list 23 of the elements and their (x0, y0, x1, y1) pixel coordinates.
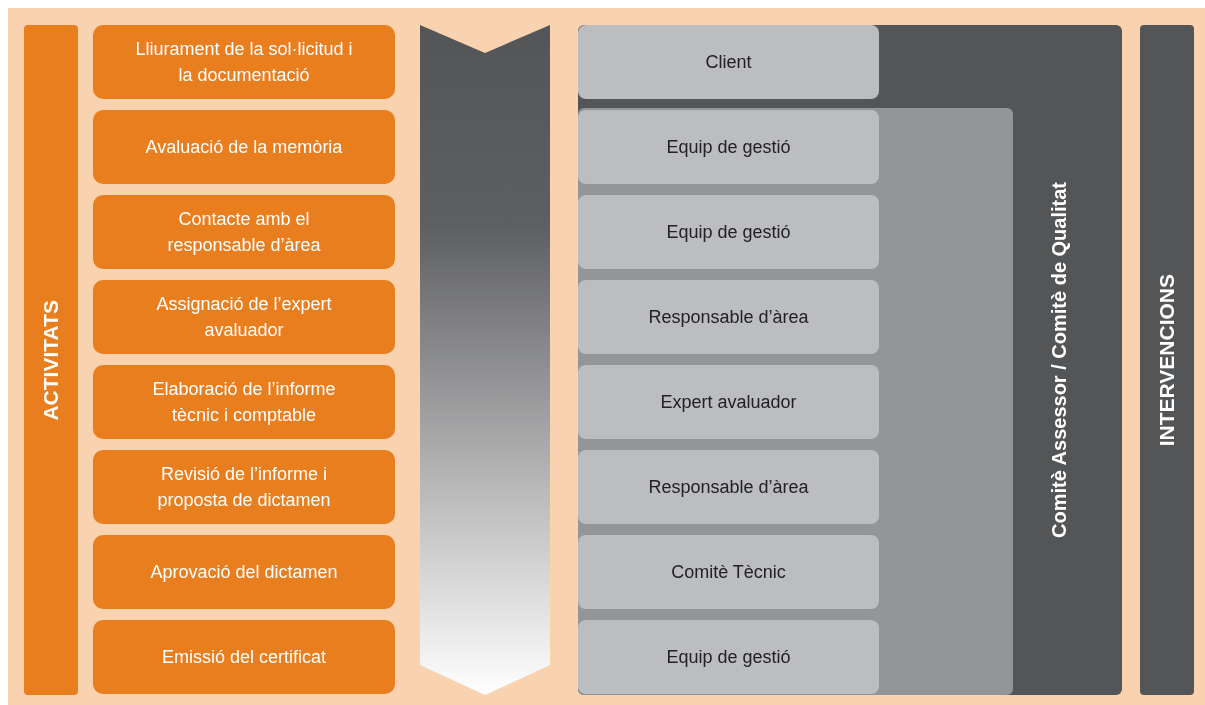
role-box: Responsable d’àrea (578, 450, 879, 524)
side-band (1140, 25, 1194, 695)
organisation-band (578, 108, 1013, 695)
band-label: INTERVENCIONS (1155, 273, 1179, 447)
side-band (24, 25, 78, 695)
activity-box: Revisió de l’informe i proposta de dictamen (93, 450, 395, 524)
role-box: Responsable d’àrea (578, 280, 879, 354)
role-box: Equip de gestió (578, 620, 879, 694)
role-box: Comitè Tècnic (578, 535, 879, 609)
role-box: Client (578, 25, 879, 99)
activity-box: Avaluació de la memòria (93, 110, 395, 184)
activity-box: Assignació de l’expert avaluador (93, 280, 395, 354)
activity-box: Lliurament de la sol·licitud i la documentació (93, 25, 395, 99)
committee-panel (578, 25, 1122, 695)
activity-box: Contacte amb el responsable d’àrea (93, 195, 395, 269)
band-label: ACTIVITATS (39, 299, 63, 421)
role-box: Expert avaluador (578, 365, 879, 439)
role-box: Equip de gestió (578, 110, 879, 184)
role-box: Equip de gestió (578, 195, 879, 269)
activity-box: Emissió del certificat (93, 620, 395, 694)
band-label: Comitè Assessor / Comitè de Qualitat (1048, 181, 1071, 540)
activity-box: Aprovació del dictamen (93, 535, 395, 609)
activity-box: Elaboració de l’informe tècnic i comptable (93, 365, 395, 439)
